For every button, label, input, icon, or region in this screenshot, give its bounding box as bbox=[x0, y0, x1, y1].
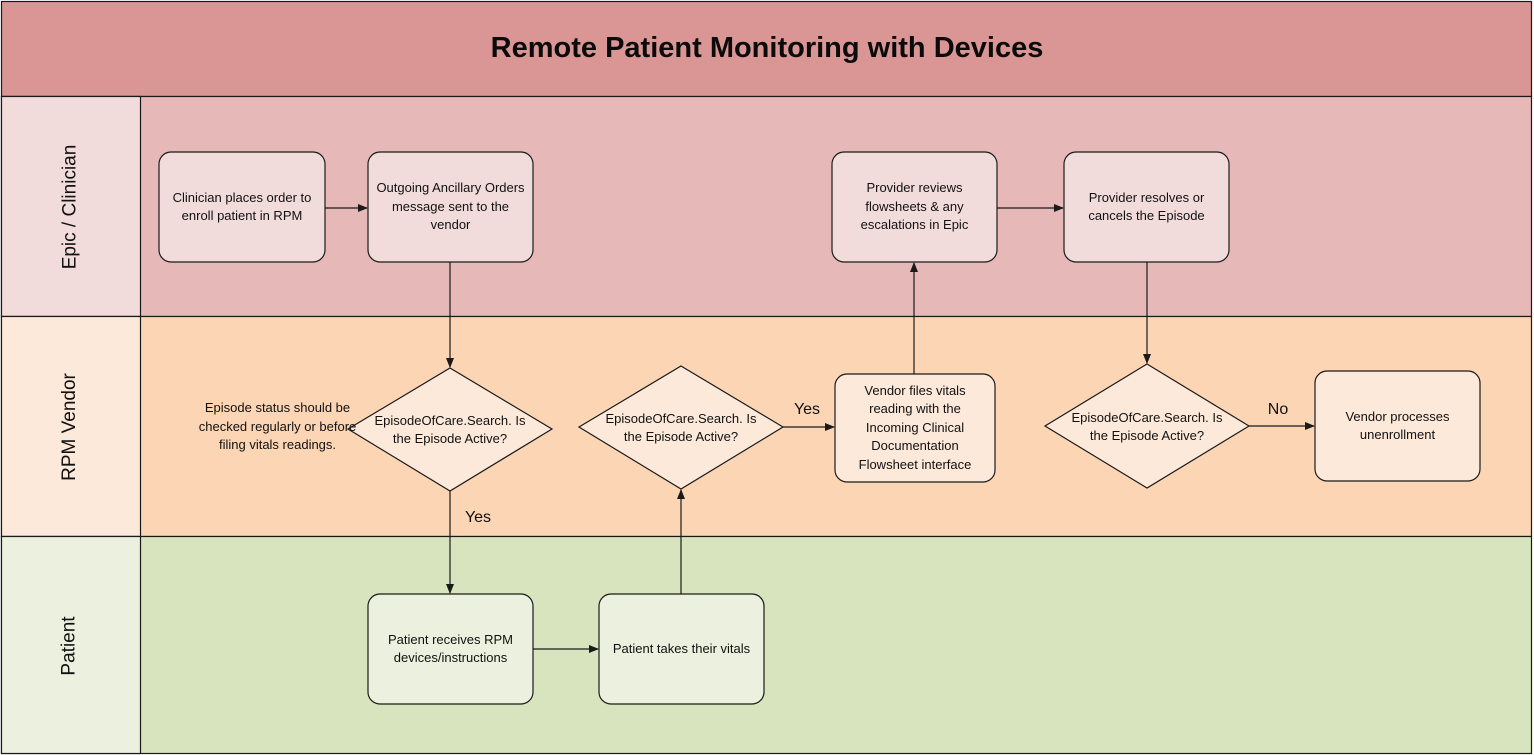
lane-label-patient: Patient bbox=[59, 615, 80, 676]
node-patient-receives: Patient receives RPM devices/instruction… bbox=[388, 631, 513, 666]
node-vendor-unenroll: Vendor processes unenrollment bbox=[1345, 408, 1450, 443]
decision-d3: EpisodeOfCare.Search. Is the Episode Act… bbox=[1071, 409, 1223, 444]
node-patient-vitals: Patient takes their vitals bbox=[612, 640, 751, 656]
edge-label-d1-yes: Yes bbox=[464, 509, 492, 526]
node-vendor-unenroll-shape bbox=[1314, 370, 1481, 482]
edge-label-d2-yes: Yes bbox=[793, 401, 821, 418]
decision-d2: EpisodeOfCare.Search. Is the Episode Act… bbox=[605, 410, 757, 445]
lane-epic-header bbox=[0, 95, 142, 318]
node-outgoing: Outgoing Ancillary Orders message sent t… bbox=[376, 180, 525, 233]
lane-label-vendor: RPM Vendor bbox=[58, 373, 80, 481]
edge-label-d3-no: No bbox=[1267, 401, 1289, 418]
title-band bbox=[0, 0, 1533, 98]
node-vendor-files-shape bbox=[834, 373, 996, 483]
lane-patient-header bbox=[0, 535, 142, 755]
node-provider-review: Provider reviews flowsheets & any escala… bbox=[860, 180, 969, 233]
node-order-shape bbox=[158, 151, 326, 263]
node-provider-resolve: Provider resolves or cancels the Episode bbox=[1088, 189, 1205, 224]
node-vendor-files: Vendor files vitals reading with the Inc… bbox=[858, 382, 972, 472]
lane-patient-body bbox=[0, 535, 1533, 755]
lane-label-epic-container: Epic / Clinician bbox=[0, 97, 140, 317]
decision-d1: EpisodeOfCare.Search. Is the Episode Act… bbox=[374, 412, 526, 447]
lane-label-epic: Epic / Clinician bbox=[58, 144, 80, 270]
lane-label-patient-container: Patient bbox=[0, 537, 140, 754]
episode-status-note: Episode status should be checked regular… bbox=[198, 400, 357, 453]
lane-vendor-header bbox=[0, 315, 142, 538]
lane-label-vendor-container: RPM Vendor bbox=[0, 317, 140, 537]
diagram-title: Remote Patient Monitoring with Devices bbox=[490, 32, 1044, 64]
node-order: Clinician places order to enroll patient… bbox=[172, 189, 312, 224]
decision-d3-shape bbox=[1043, 363, 1251, 489]
